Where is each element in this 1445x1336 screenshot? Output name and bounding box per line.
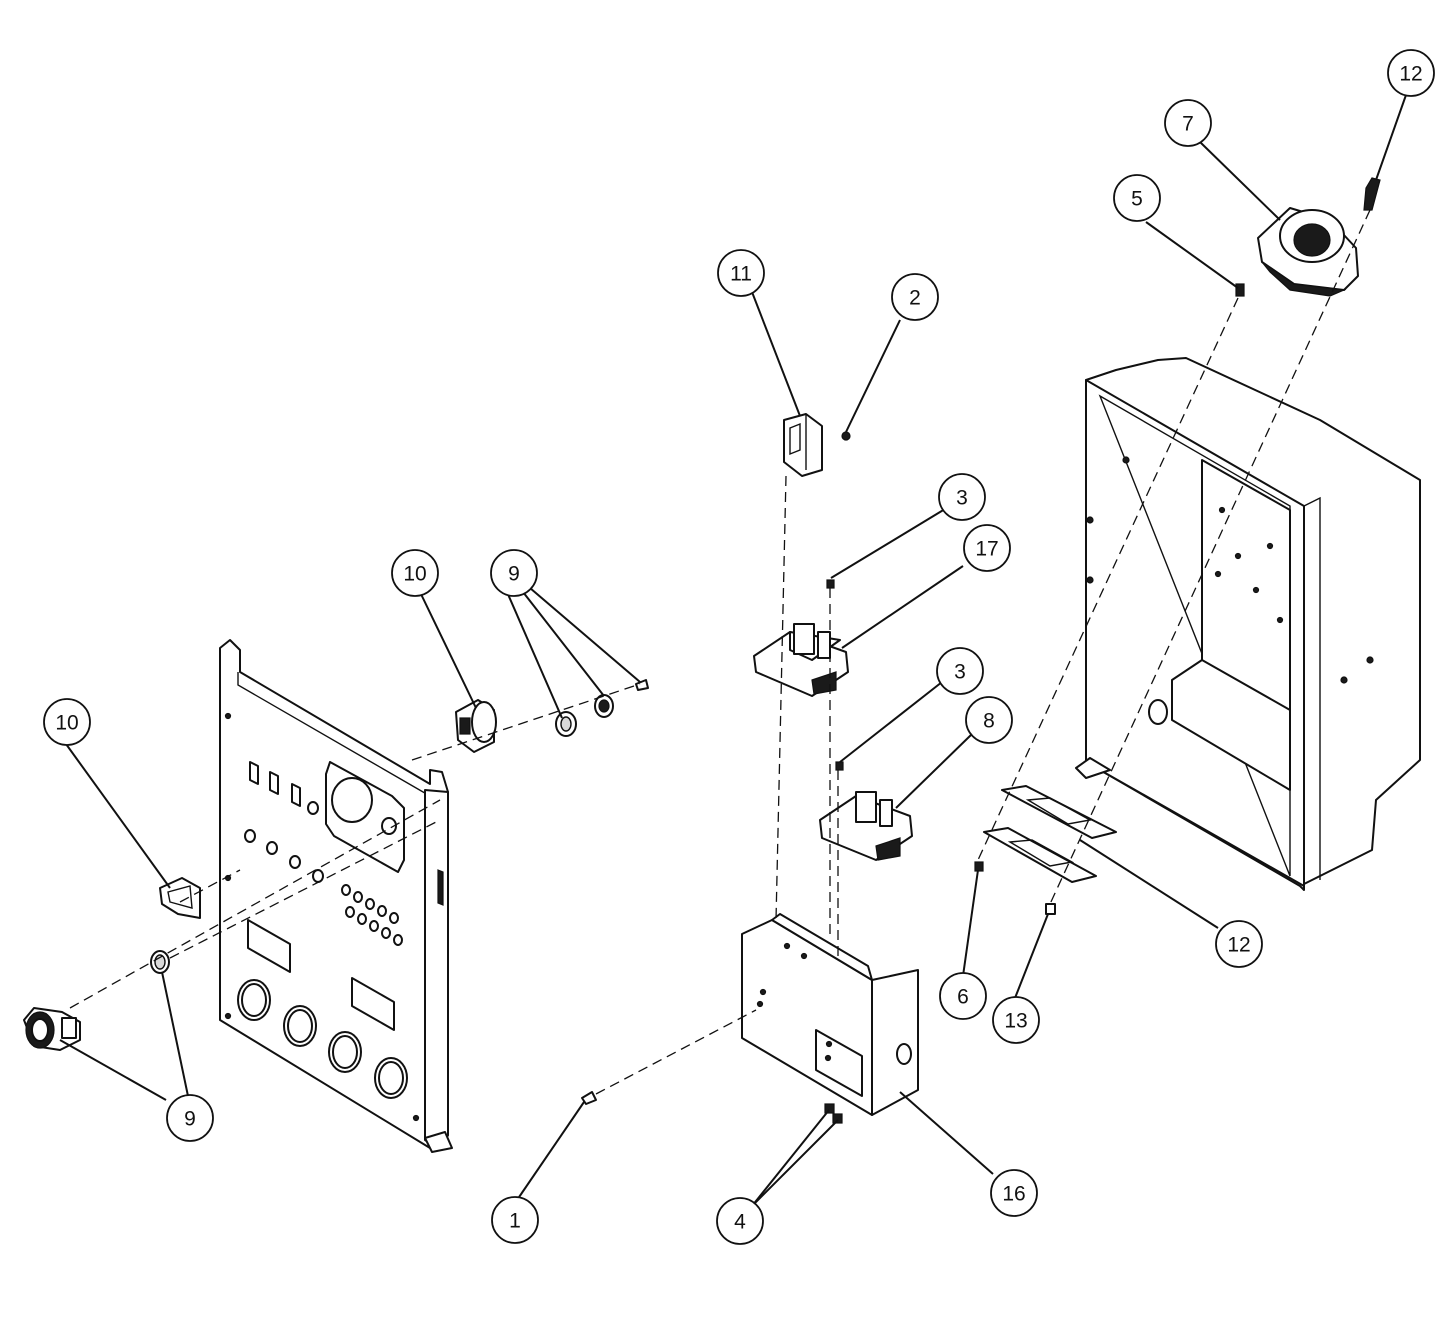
callout-16: 16: [990, 1169, 1038, 1217]
front-control-panel: [219, 639, 453, 1153]
relay-lower: [819, 791, 913, 861]
callout-3-upper: 3: [938, 473, 986, 521]
screw-17: [826, 579, 835, 589]
svg-text:3: 3: [956, 487, 968, 510]
svg-text:2: 2: [909, 287, 921, 310]
nut-small: [841, 431, 851, 441]
svg-text:1: 1: [509, 1210, 521, 1233]
callout-10-upper: 10: [391, 549, 439, 597]
cover-cap: [1257, 207, 1359, 297]
svg-text:12: 12: [1227, 934, 1250, 957]
svg-text:9: 9: [508, 563, 520, 586]
svg-text:11: 11: [730, 263, 752, 286]
relay-upper: [753, 623, 849, 697]
mounting-bracket: [741, 913, 919, 1116]
nut-4b: [832, 1113, 843, 1124]
hinge-plate-upper: [1001, 785, 1117, 839]
assembly-centerlines: [69, 209, 1371, 1095]
nut-6: [974, 861, 984, 872]
screw-8: [835, 761, 844, 771]
callout-3-lower: 3: [936, 647, 984, 695]
callout-17: 17: [963, 524, 1011, 572]
svg-text:6: 6: [957, 986, 969, 1009]
svg-text:13: 13: [1004, 1010, 1027, 1033]
knob-connector: [23, 1007, 81, 1051]
callout-2: 2: [891, 273, 939, 321]
callout-5: 5: [1113, 174, 1161, 222]
svg-text:17: 17: [975, 538, 998, 561]
callout-9-upper: 9: [490, 549, 538, 597]
callout-6: 6: [939, 972, 987, 1020]
svg-text:5: 5: [1131, 188, 1143, 211]
svg-text:7: 7: [1182, 113, 1194, 136]
callout-11: 11: [717, 249, 765, 297]
screw-1: [581, 1091, 597, 1105]
svg-text:10: 10: [55, 712, 78, 735]
circuit-breaker: [783, 413, 823, 477]
hinge-plate-lower: [983, 827, 1097, 883]
callout-8: 8: [965, 696, 1013, 744]
callout-1: 1: [491, 1196, 539, 1244]
nut-4a: [824, 1103, 835, 1114]
leader-lines: [59, 94, 1407, 1207]
nut-13: [1045, 903, 1056, 915]
nut-washer-group: [555, 679, 649, 737]
callout-12-lower: 12: [1215, 920, 1263, 968]
callout-12-top: 12: [1387, 49, 1435, 97]
bolt-12: [1363, 177, 1381, 211]
screw-5: [1235, 283, 1245, 297]
svg-text:4: 4: [734, 1211, 746, 1234]
svg-text:16: 16: [1002, 1183, 1025, 1206]
rocker-switch-upper: [455, 699, 497, 753]
callout-10-left: 10: [43, 698, 91, 746]
grommet-left: [150, 950, 170, 974]
callout-9-lower: 9: [166, 1094, 214, 1142]
svg-text:8: 8: [983, 710, 995, 733]
main-enclosure: [1075, 357, 1421, 891]
svg-text:12: 12: [1399, 63, 1422, 86]
callout-13: 13: [992, 996, 1040, 1044]
svg-text:10: 10: [403, 563, 426, 586]
callout-7: 7: [1164, 99, 1212, 147]
svg-text:9: 9: [184, 1108, 196, 1131]
svg-text:3: 3: [954, 661, 966, 684]
callout-4: 4: [716, 1197, 764, 1245]
